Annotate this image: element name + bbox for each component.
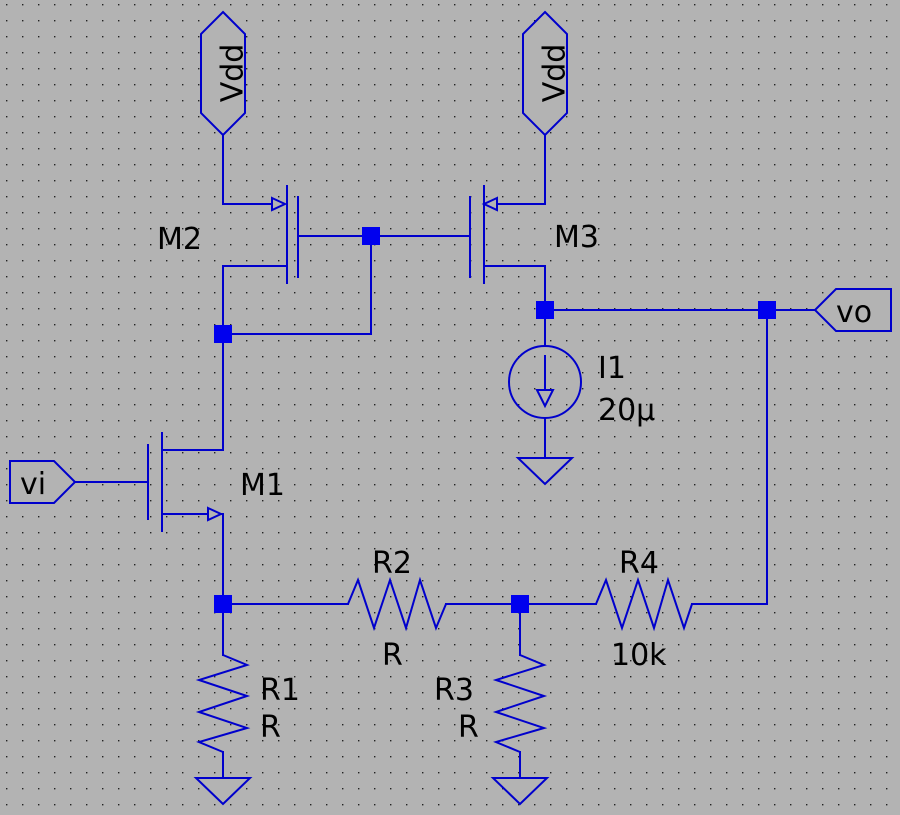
resistor-r4 <box>595 576 693 632</box>
r1-label: R1 <box>260 673 300 708</box>
junctions <box>214 227 776 613</box>
ground-icon <box>515 457 575 486</box>
junction-dot <box>214 595 232 613</box>
vdd-left-label: Vdd <box>216 44 251 103</box>
vi-label: vi <box>20 467 46 502</box>
vi-flag <box>9 460 77 504</box>
junction-dot <box>214 325 232 343</box>
i1-label: I1 <box>598 351 626 386</box>
junction-dot <box>511 595 529 613</box>
r4-label: R4 <box>619 546 659 581</box>
vdd-flag-left <box>200 10 246 137</box>
resistor-r2 <box>347 576 447 632</box>
m1-label: M1 <box>240 468 285 503</box>
transistor-m3 <box>469 185 498 284</box>
r4-value: 10k <box>611 638 667 673</box>
i1-value: 20µ <box>598 393 655 428</box>
r3-value: R <box>458 710 479 745</box>
vdd-flag-right <box>522 10 568 137</box>
r3-label: R3 <box>434 673 474 708</box>
vo-label: vo <box>836 295 872 330</box>
ground-icon <box>490 777 550 806</box>
resistor-r3 <box>492 654 548 753</box>
transistor-m2 <box>271 185 299 284</box>
ground-icon <box>193 777 253 806</box>
current-source-i1 <box>508 345 582 419</box>
vo-flag <box>813 288 892 332</box>
transistor-m1 <box>147 432 224 532</box>
junction-dot <box>362 227 380 245</box>
r1-value: R <box>260 710 281 745</box>
junction-dot <box>536 301 554 319</box>
junction-dot <box>758 301 776 319</box>
m3-label: M3 <box>554 220 599 255</box>
m2-label: M2 <box>157 222 202 257</box>
vdd-right-label: Vdd <box>538 44 573 103</box>
r2-value: R <box>382 638 403 673</box>
r2-label: R2 <box>372 546 412 581</box>
resistor-r1 <box>195 654 251 753</box>
